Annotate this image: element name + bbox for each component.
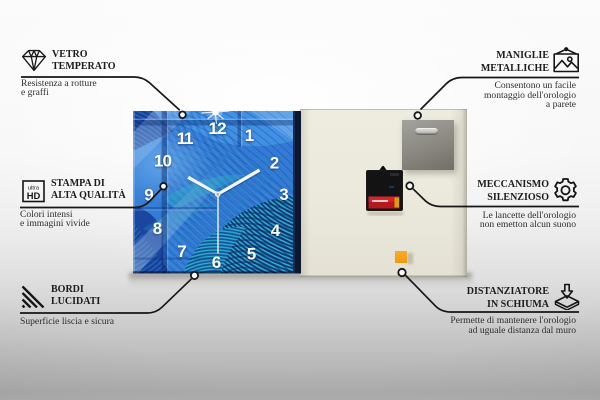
svg-text:7: 7 [177, 241, 186, 260]
svg-text:6: 6 [211, 252, 220, 271]
svg-text:1: 1 [244, 125, 253, 144]
svg-text:5: 5 [246, 244, 255, 263]
svg-text:ultra: ultra [28, 185, 40, 191]
svg-text:4: 4 [270, 220, 280, 239]
svg-text:8: 8 [152, 218, 161, 237]
svg-text:2: 2 [269, 153, 278, 172]
svg-text:11: 11 [176, 128, 192, 147]
svg-text:9: 9 [144, 185, 153, 204]
svg-text:12: 12 [208, 119, 226, 138]
svg-text:3: 3 [279, 184, 288, 203]
svg-text:HD: HD [27, 189, 41, 200]
svg-text:10: 10 [153, 151, 171, 170]
